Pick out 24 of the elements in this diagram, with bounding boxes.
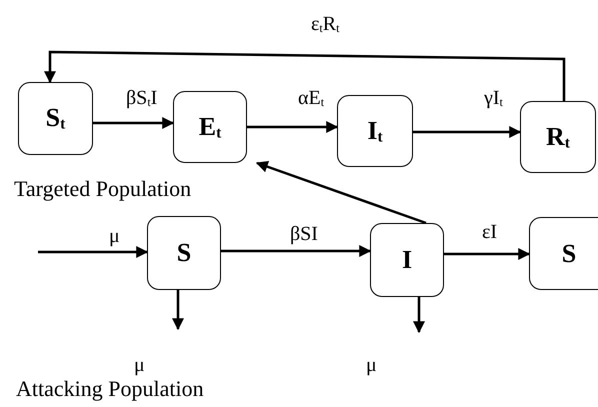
arrow <box>44 50 566 101</box>
arrow <box>413 297 425 334</box>
arrow <box>256 160 426 224</box>
edge-label: βSI <box>290 224 318 244</box>
compartment-box: R$_{t}$ <box>520 101 596 173</box>
group-label: Targeted Population <box>14 178 192 200</box>
arrow <box>38 246 148 258</box>
arrow <box>172 290 184 330</box>
group-label: Attacking Population <box>16 378 204 400</box>
arrow <box>247 121 338 133</box>
compartment-box: E$_{t}$ <box>173 91 247 163</box>
compartment-box: I$_{t}$ <box>337 95 413 167</box>
edge-label: βS$_{t}$I <box>126 88 158 108</box>
compartment-box: S$_{t}$ <box>18 82 93 155</box>
arrow <box>93 117 174 129</box>
arrow <box>221 245 372 257</box>
arrow <box>413 126 522 138</box>
compartment-box: S <box>147 216 221 290</box>
edge-label: γI$_{t}$ <box>484 88 503 108</box>
compartment-box: S <box>529 217 598 290</box>
edge-label: ε$_{t}$R$_{t}$ <box>311 14 340 34</box>
arrow <box>444 248 530 260</box>
edge-label: αE$_{t}$ <box>298 88 324 108</box>
compartment-box: I <box>370 223 444 297</box>
